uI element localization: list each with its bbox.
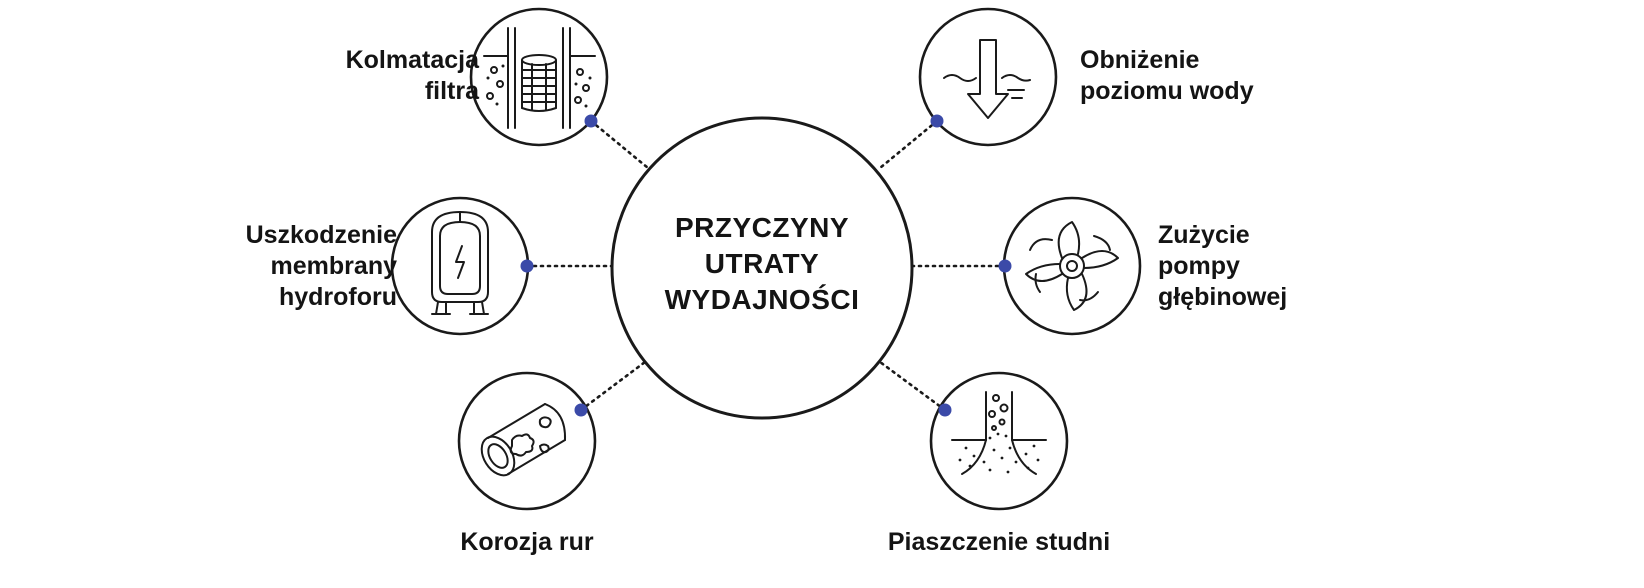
label-poziom-line-1: Obniżenie [1080,46,1200,74]
label-kolmatacja-line-1: Kolmatacja [345,46,479,74]
label-piaszczenie-line-1: Piaszczenie studni [887,528,1111,556]
center-title-line-1: PRZYCZYNY [674,212,850,243]
center-circle [610,116,914,420]
connector-kolmatacja [589,119,650,170]
label-kolmatacja-line-2: filtra [424,77,479,105]
pressure-tank-icon [431,211,489,315]
center-title: PRZYCZYNY UTRATY WYDAJNOŚCI [612,210,912,318]
connector-piaszczenie [878,360,947,412]
label-membrana-line-2: membrany [270,252,397,280]
label-pompa-line-1: Zużycie [1158,221,1250,249]
node-ring-poziom [918,7,1058,147]
label-korozja: Korozja rur [407,527,647,558]
connectors [525,119,1007,412]
label-membrana-line-3: hydroforu [278,283,397,311]
connector-korozja [579,360,647,412]
node-ring-piaszczenie [929,371,1069,511]
label-pompa: Zużycie pompy głębinowej [1158,220,1287,313]
label-poziom-line-2: poziomu wody [1080,77,1254,105]
dot-piaszczenie [938,403,952,417]
well-sanding-icon [951,391,1047,475]
label-membrana-line-1: Uszkodzenie [245,221,397,249]
corroded-pipe-icon [480,403,567,477]
label-membrana: Uszkodzenie membrany hydroforu [246,220,397,313]
label-piaszczenie: Piaszczenie studni [844,527,1154,558]
pump-impeller-icon [1025,221,1119,311]
center-title-line-3: WYDAJNOŚCI [664,284,860,315]
accent-dots [520,114,1012,417]
label-kolmatacja: Kolmatacja filtra [346,45,479,107]
center-title-line-2: UTRATY [704,248,820,279]
label-poziom: Obniżenie poziomu wody [1080,45,1254,107]
node-ring-pompa [1002,196,1142,336]
connector-poziom [878,119,939,170]
label-pompa-line-3: głębinowej [1158,283,1288,311]
node-ring-korozja [457,371,597,511]
label-pompa-line-2: pompy [1158,252,1240,280]
dot-membrana [520,259,534,273]
dot-kolmatacja [584,114,598,128]
dot-poziom [930,114,944,128]
dot-korozja [574,403,588,417]
water-level-drop-icon [943,39,1031,119]
filter-clogging-icon [483,27,596,129]
dot-pompa [998,259,1012,273]
label-korozja-line-1: Korozja rur [460,528,594,556]
